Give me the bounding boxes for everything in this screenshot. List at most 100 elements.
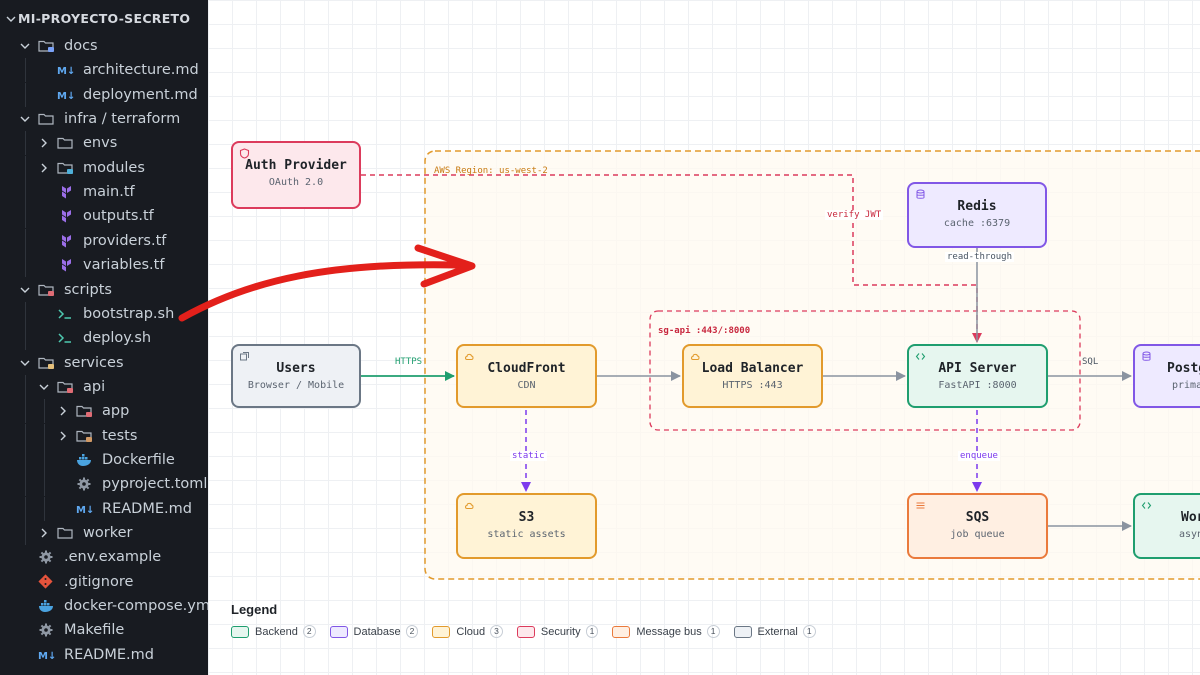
svg-text:M↓: M↓ [57, 91, 75, 102]
node-postgres[interactable]: Postg primar [1133, 344, 1200, 408]
file-item[interactable]: bootstrap.sh [0, 301, 208, 326]
terraform-icon [56, 233, 76, 249]
node-auth-provider[interactable]: Auth Provider OAuth 2.0 [231, 141, 361, 209]
file-item[interactable]: variables.tf [0, 253, 208, 278]
gear-icon [75, 476, 95, 492]
file-item[interactable]: main.tf [0, 180, 208, 205]
node-users[interactable]: Users Browser / Mobile [231, 344, 361, 408]
edge-label-sql: SQL [1082, 357, 1099, 367]
node-worker[interactable]: Wor async [1133, 493, 1200, 559]
file-item[interactable]: providers.tf [0, 228, 208, 253]
tree-item-label: outputs.tf [83, 208, 154, 225]
tree-item-label: app [102, 403, 130, 420]
gear-icon [37, 549, 57, 565]
tree-item-label: variables.tf [83, 257, 165, 274]
legend-swatch [516, 625, 535, 638]
chevron-spacer [18, 623, 32, 637]
folder-item[interactable]: tests [0, 423, 208, 448]
node-subtitle: Browser / Mobile [247, 380, 345, 391]
chevron-down-icon [18, 112, 32, 126]
chevron-spacer [37, 331, 51, 345]
node-title: Redis [957, 199, 997, 214]
file-item[interactable]: M↓README.md [0, 496, 208, 521]
legend-count-badge: 2 [405, 625, 419, 638]
node-subtitle: CDN [517, 380, 536, 391]
file-item[interactable]: .env.example [0, 545, 208, 569]
tree-item-label: README.md [64, 646, 154, 663]
terraform-icon [56, 184, 76, 200]
tree-item-label: Dockerfile [102, 451, 175, 468]
folder-item[interactable]: scripts [0, 278, 208, 302]
legend-swatch [733, 625, 752, 638]
markdown-icon: M↓ [37, 647, 57, 663]
tree-item-label: envs [83, 135, 118, 152]
file-item[interactable]: M↓ deployment.md [0, 82, 208, 107]
chevron-right-icon [56, 404, 70, 418]
edge-label-verify-jwt: verify JWT [825, 210, 884, 220]
file-item[interactable]: Makefile [0, 618, 208, 642]
file-item[interactable]: M↓architecture.md [0, 58, 208, 83]
folder-services-icon [37, 355, 57, 371]
node-redis[interactable]: Redis cache :6379 [907, 182, 1047, 248]
edge-auth-api [361, 174, 982, 343]
indent-guide [25, 423, 26, 448]
node-cloudfront[interactable]: CloudFront CDN [456, 344, 597, 408]
terraform-icon [56, 257, 76, 273]
edge-label-read-through: read-through [945, 252, 1015, 262]
folder-item[interactable]: envs [0, 131, 208, 156]
node-title: API Server [938, 361, 1017, 376]
legend-swatch [329, 625, 348, 638]
legend-label: Cloud [456, 625, 486, 638]
chevron-spacer [37, 88, 51, 102]
indent-guide [25, 180, 26, 205]
file-item[interactable]: pyproject.toml [0, 472, 208, 497]
diagram-canvas[interactable]: AWS Region: us-west-2 sg-api :443/:8000 … [208, 0, 1200, 675]
folder-item[interactable]: api [0, 374, 208, 399]
file-item[interactable]: Dockerfile [0, 447, 208, 472]
node-s3[interactable]: S3 static assets [456, 493, 597, 559]
folder-modules-icon [56, 160, 76, 176]
folder-item[interactable]: infra / terraform [0, 107, 208, 131]
folder-item[interactable]: app [0, 399, 208, 424]
queue-icon [915, 500, 926, 511]
indent-guide [44, 399, 45, 424]
folder-item[interactable]: docs [0, 34, 208, 58]
legend-item-cloud[interactable]: Cloud 3 [432, 625, 503, 638]
node-subtitle: FastAPI :8000 [938, 380, 1017, 391]
folder-item[interactable]: worker [0, 521, 208, 545]
tree-item-label: pyproject.toml [102, 476, 208, 493]
shield-icon [239, 148, 250, 159]
node-title: Postg [1167, 361, 1200, 376]
folder-item[interactable]: modules [0, 155, 208, 180]
file-item[interactable]: M↓ README.md [0, 643, 208, 667]
chevron-spacer [37, 185, 51, 199]
folder-item[interactable]: services [0, 351, 208, 375]
legend-count-badge: 3 [490, 625, 503, 638]
chevron-right-icon [37, 161, 51, 175]
tree-item-label: services [64, 354, 124, 371]
file-item[interactable]: deploy.sh [0, 326, 208, 351]
svg-text:M↓: M↓ [76, 505, 94, 516]
file-item[interactable]: .gitignore [0, 570, 208, 594]
file-item[interactable]: outputs.tf [0, 204, 208, 229]
tree-item-label: Makefile [64, 622, 125, 639]
node-sqs[interactable]: SQS job queue [907, 493, 1048, 559]
folder-tests-icon [75, 428, 95, 444]
node-load-balancer[interactable]: Load Balancer HTTPS :443 [682, 344, 823, 408]
file-item[interactable]: docker-compose.yml [0, 594, 208, 618]
tree-item-label: deployment.md [83, 86, 198, 103]
explorer-root[interactable]: MI-PROYECTO-SECRETO [0, 0, 208, 38]
tree-item-label: scripts [64, 281, 112, 298]
node-api-server[interactable]: API Server FastAPI :8000 [907, 344, 1048, 408]
tree-item-label: architecture.md [83, 62, 199, 79]
tree-item-label: modules [83, 159, 145, 176]
chevron-down-icon [18, 39, 32, 53]
legend-title: Legend [231, 602, 278, 617]
node-title: CloudFront [487, 361, 566, 376]
